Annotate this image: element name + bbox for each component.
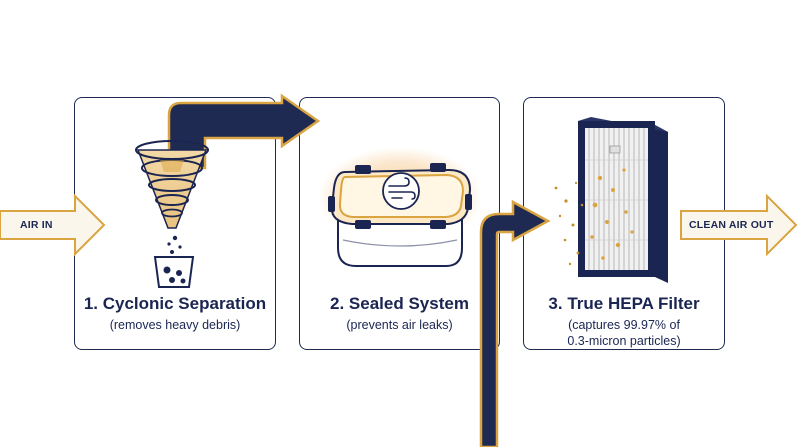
step-subtitle-cyclonic: (removes heavy debris) bbox=[109, 318, 241, 332]
sealed-container-icon bbox=[318, 147, 482, 267]
step-subtitle-hepa-line-2: 0.3-micron particles) bbox=[567, 334, 681, 348]
clean-air-out-arrow bbox=[680, 193, 798, 257]
step-title-sealed: 2. Sealed System bbox=[330, 294, 469, 313]
step-title-cyclonic: 1. Cyclonic Separation bbox=[83, 294, 267, 313]
flow-arrow-2-to-3 bbox=[479, 199, 551, 447]
hepa-filter-icon bbox=[554, 117, 668, 283]
step-subtitle-hepa: (captures 99.97% of 0.3-micron particles… bbox=[530, 317, 718, 349]
air-in-label: AIR IN bbox=[20, 219, 53, 231]
step-subtitle-hepa-line-1: (captures 99.97% of bbox=[568, 318, 680, 332]
step-subtitle-sealed: (prevents air leaks) bbox=[346, 318, 453, 332]
flow-arrow-1-to-2 bbox=[167, 93, 321, 170]
air-in-arrow bbox=[0, 193, 106, 257]
cyclone-funnel-icon bbox=[135, 140, 209, 288]
step-title-hepa: 3. True HEPA Filter bbox=[548, 294, 700, 313]
wind-icon bbox=[382, 172, 420, 210]
clean-air-out-label: CLEAN AIR OUT bbox=[689, 219, 774, 231]
